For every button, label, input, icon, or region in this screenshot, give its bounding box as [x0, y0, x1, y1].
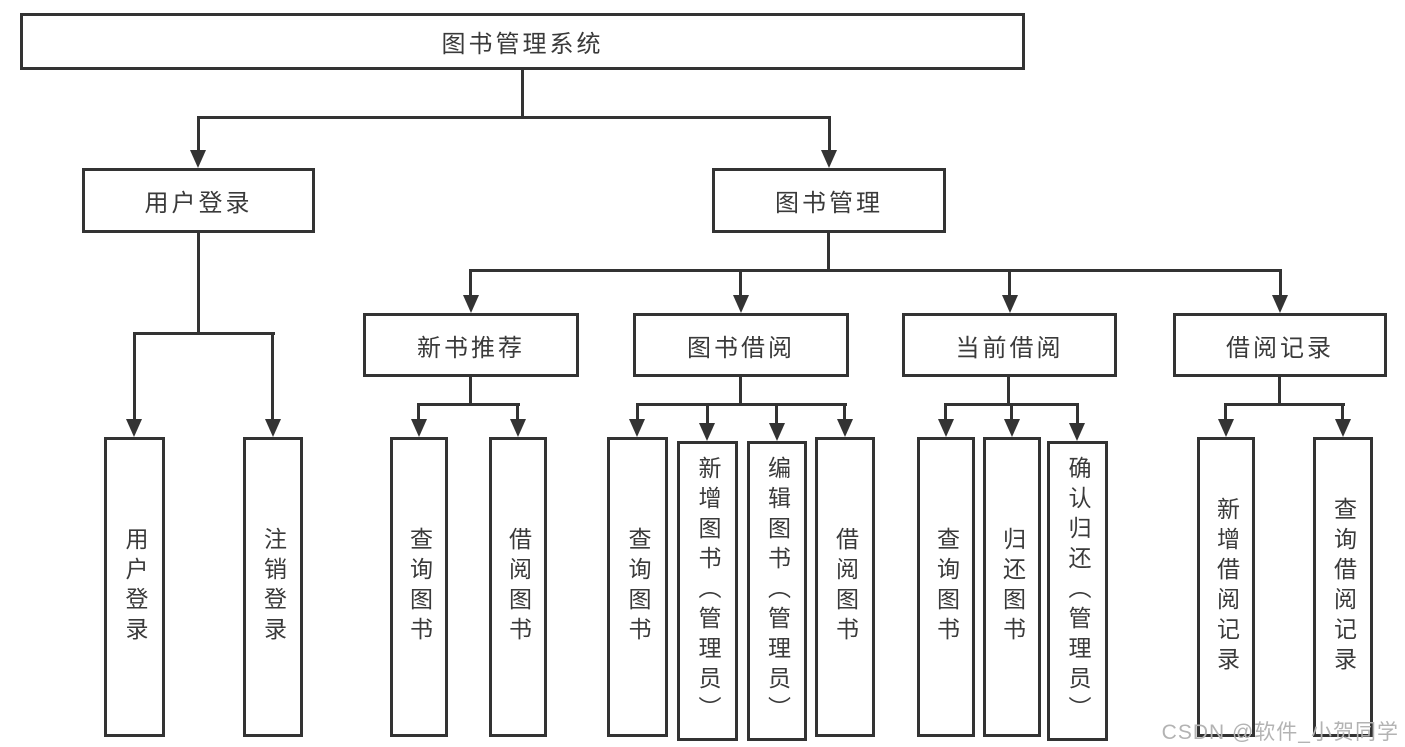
leaf-query-borrow-record: 查询借阅记录 — [1313, 437, 1373, 737]
leaf-confirm-return-admin-label: 确认归还（管理员） — [1065, 456, 1091, 726]
leaf-query-book-borrow: 查询图书 — [607, 437, 668, 737]
arrow-down-icon — [629, 419, 645, 437]
connector-userlogin-drop — [133, 332, 136, 419]
connector-group5-hbar — [1224, 403, 1345, 406]
node-book-management: 图书管理 — [712, 168, 946, 233]
csdn-watermark: CSDN @软件_小贺同学 — [1161, 721, 1399, 744]
node-book-borrow-label: 图书借阅 — [687, 334, 795, 362]
node-book-management-label: 图书管理 — [775, 190, 883, 217]
node-user-login-label: 用户登录 — [144, 190, 253, 217]
connector-group3-stem — [739, 377, 742, 406]
leaf-borrow-book-recommend: 借阅图书 — [489, 437, 547, 737]
leaf-query-borrow-record-label: 查询借阅记录 — [1330, 497, 1357, 677]
node-user-login: 用户登录 — [82, 168, 315, 233]
leaf-query-book-current: 查询图书 — [917, 437, 975, 737]
arrow-down-icon — [733, 295, 749, 313]
node-book-borrow: 图书借阅 — [633, 313, 849, 377]
leaf-add-borrow-record: 新增借阅记录 — [1197, 437, 1255, 737]
connector-group3-drop — [775, 403, 778, 423]
connector-root-drop-right — [828, 116, 831, 154]
connector-group4-stem — [1007, 377, 1010, 406]
connector-group5-drop — [1224, 403, 1227, 419]
leaf-add-book-admin-label: 新增图书（管理员） — [695, 456, 721, 726]
leaf-logout-label: 注销登录 — [260, 527, 287, 647]
leaf-add-book-admin: 新增图书（管理员） — [677, 441, 738, 741]
connector-group5-stem — [1278, 377, 1281, 406]
connector-root-hbar — [197, 116, 831, 119]
leaf-user-login: 用户登录 — [104, 437, 165, 737]
leaf-return-book: 归还图书 — [983, 437, 1041, 737]
arrow-down-icon — [769, 423, 785, 441]
connector-bookmgmt-stem — [827, 233, 830, 271]
connector-group3-drop — [636, 403, 639, 419]
leaf-borrow-book: 借阅图书 — [815, 437, 875, 737]
leaf-query-book-borrow-label: 查询图书 — [625, 527, 651, 647]
arrow-down-icon — [699, 423, 715, 441]
arrow-down-icon — [126, 419, 142, 437]
node-new-book-recommend: 新书推荐 — [363, 313, 579, 377]
connector-group2-drop — [516, 403, 519, 419]
arrow-down-icon — [265, 419, 281, 437]
connector-group3-drop — [843, 403, 846, 419]
connector-group2-hbar — [417, 403, 520, 406]
arrow-down-icon — [1335, 419, 1351, 437]
node-current-borrow: 当前借阅 — [902, 313, 1117, 377]
arrow-down-icon — [463, 295, 479, 313]
leaf-query-book-current-label: 查询图书 — [933, 527, 960, 647]
connector-userlogin-hbar — [133, 332, 275, 335]
connector-group4-drop — [1010, 403, 1013, 419]
leaf-borrow-book-label: 借阅图书 — [832, 527, 859, 647]
connector-group3-hbar — [636, 403, 847, 406]
arrow-down-icon — [821, 150, 837, 168]
connector-bookmgmt-drop — [739, 269, 742, 295]
connector-group5-drop — [1341, 403, 1344, 419]
arrow-down-icon — [1272, 295, 1288, 313]
leaf-edit-book-admin-label: 编辑图书（管理员） — [764, 456, 791, 726]
connector-root-stem — [521, 70, 524, 118]
node-borrow-record-label: 借阅记录 — [1226, 334, 1334, 362]
arrow-down-icon — [1069, 423, 1085, 441]
leaf-query-book-recommend-label: 查询图书 — [406, 527, 433, 647]
leaf-borrow-book-recommend-label: 借阅图书 — [505, 527, 532, 647]
leaf-user-login-label: 用户登录 — [122, 527, 148, 647]
arrow-down-icon — [1004, 419, 1020, 437]
leaf-edit-book-admin: 编辑图书（管理员） — [747, 441, 807, 741]
arrow-down-icon — [837, 419, 853, 437]
connector-userlogin-drop — [271, 332, 274, 419]
connector-bookmgmt-drop — [469, 269, 472, 295]
leaf-query-book-recommend: 查询图书 — [390, 437, 448, 737]
arrow-down-icon — [1002, 295, 1018, 313]
connector-bookmgmt-drop — [1008, 269, 1011, 295]
connector-bookmgmt-drop — [1279, 269, 1282, 295]
leaf-confirm-return-admin: 确认归还（管理员） — [1047, 441, 1108, 741]
node-borrow-record: 借阅记录 — [1173, 313, 1387, 377]
node-root-label: 图书管理系统 — [441, 31, 604, 58]
leaf-add-borrow-record-label: 新增借阅记录 — [1213, 497, 1240, 677]
node-new-book-recommend-label: 新书推荐 — [417, 334, 525, 362]
connector-group2-stem — [469, 377, 472, 406]
leaf-return-book-label: 归还图书 — [999, 527, 1026, 647]
arrow-down-icon — [411, 419, 427, 437]
arrow-down-icon — [510, 419, 526, 437]
arrow-down-icon — [938, 419, 954, 437]
connector-group3-drop — [706, 403, 709, 423]
connector-userlogin-stem — [197, 233, 200, 335]
node-root: 图书管理系统 — [20, 13, 1025, 70]
connector-bookmgmt-hbar — [469, 269, 1282, 272]
leaf-logout: 注销登录 — [243, 437, 303, 737]
arrow-down-icon — [1218, 419, 1234, 437]
arrow-down-icon — [190, 150, 206, 168]
connector-group4-drop — [1076, 403, 1079, 423]
connector-group4-drop — [944, 403, 947, 419]
connector-group2-drop — [417, 403, 420, 419]
connector-root-drop-left — [197, 116, 200, 154]
node-current-borrow-label: 当前借阅 — [955, 334, 1064, 362]
